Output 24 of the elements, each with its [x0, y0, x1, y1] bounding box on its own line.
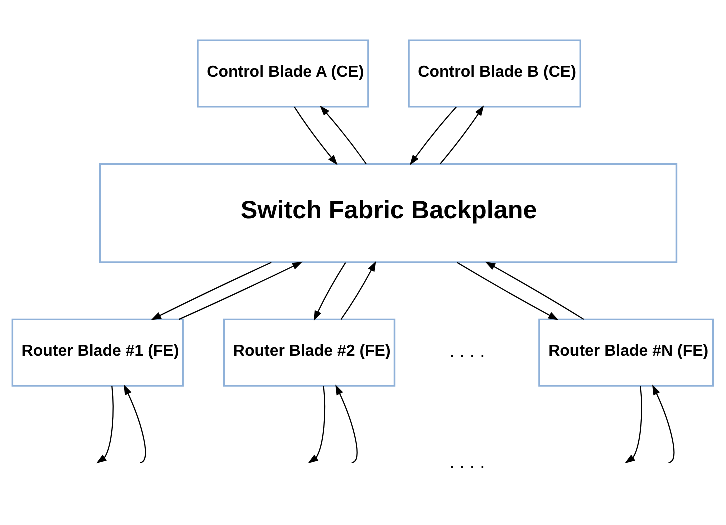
- arrow: [410, 106, 457, 166]
- arrow: [96, 386, 114, 464]
- node-box: Switch Fabric Backplane: [99, 163, 678, 264]
- node-box: Control Blade A (CE): [197, 40, 370, 108]
- arrow: [179, 262, 303, 320]
- arrow: [340, 261, 376, 320]
- node-box: Router Blade #2 (FE): [223, 318, 396, 387]
- arrow: [151, 262, 272, 320]
- arrow: [314, 262, 346, 322]
- node-box: Router Blade #1 (FE): [12, 318, 184, 387]
- arrow: [308, 386, 326, 464]
- node-box: Router Blade #N (FE): [538, 318, 714, 387]
- node-box: Control Blade B (CE): [408, 40, 582, 108]
- arrow: [320, 106, 367, 164]
- arrow: [336, 384, 358, 464]
- label: . . . .: [450, 340, 486, 362]
- arrow: [440, 106, 484, 164]
- label: . . . .: [450, 451, 486, 472]
- arrow: [624, 386, 642, 464]
- arrow: [456, 262, 559, 320]
- arrow: [485, 262, 584, 320]
- arrow: [124, 384, 146, 464]
- arrow: [652, 384, 675, 464]
- arrow: [294, 106, 338, 166]
